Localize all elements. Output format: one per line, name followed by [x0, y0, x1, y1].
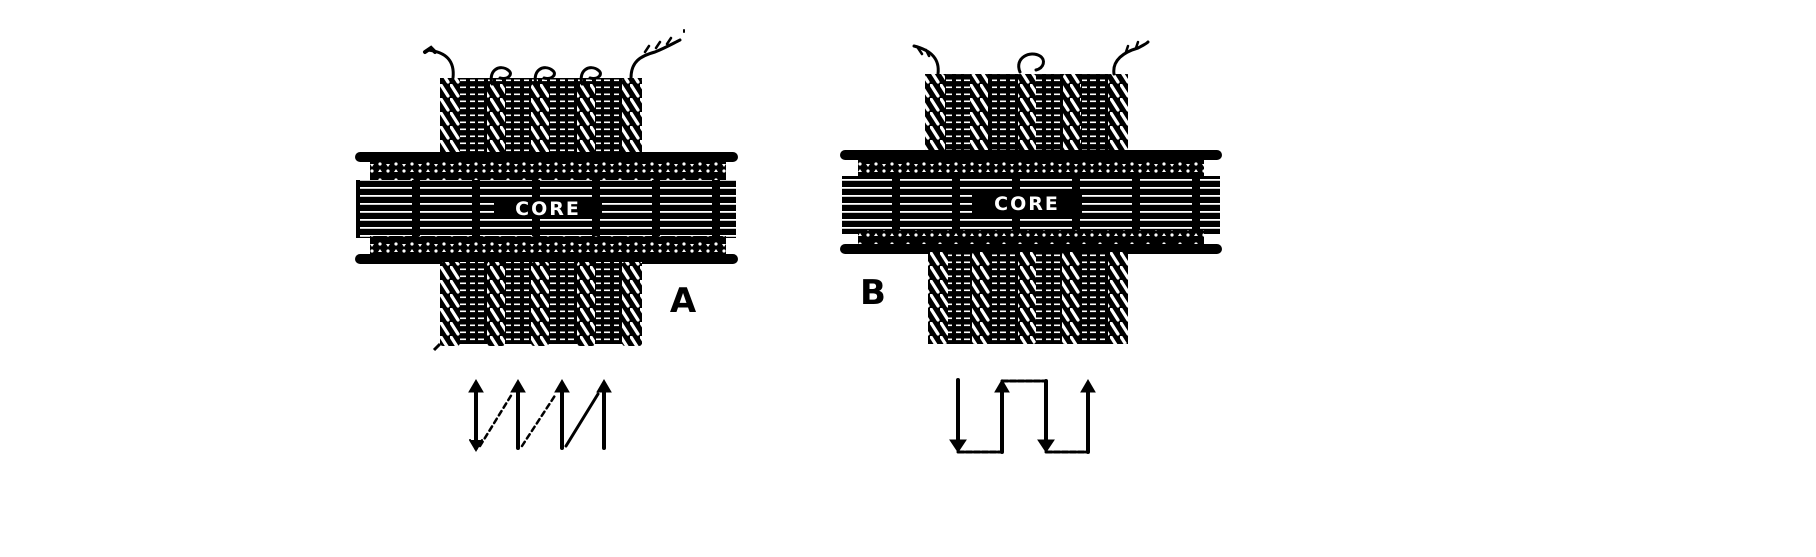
panel-a-core: CORE	[355, 152, 738, 264]
panel-a-lead-wires	[423, 29, 685, 86]
flange	[970, 74, 988, 152]
flange	[487, 262, 505, 346]
flange	[622, 78, 642, 154]
core-label-b: CORE	[994, 193, 1060, 215]
flange	[577, 262, 595, 346]
panel-b-arrow-diagram	[949, 378, 1096, 454]
core-label-a: CORE	[515, 198, 581, 220]
flange	[1062, 252, 1080, 344]
flange	[440, 78, 460, 154]
flange	[487, 84, 505, 154]
panel-a-upper-coil	[440, 78, 642, 154]
panel-b-lead-wires	[912, 40, 1150, 76]
panel-b: CORE B	[840, 40, 1222, 454]
flange	[577, 84, 595, 154]
flange	[440, 262, 460, 346]
flange	[928, 252, 948, 344]
flange	[622, 262, 642, 346]
flange	[531, 84, 549, 154]
panel-a-lower-coil	[432, 262, 642, 352]
panel-b-lower-coil	[928, 252, 1128, 344]
flange	[1108, 252, 1128, 344]
flange	[1018, 74, 1036, 152]
panel-b-upper-coil	[925, 74, 1128, 152]
panel-b-core: CORE	[840, 150, 1222, 254]
flange	[972, 252, 990, 344]
flange	[531, 262, 549, 346]
panel-a: CORE A	[355, 29, 738, 452]
panel-label-b: B	[860, 273, 886, 313]
flange	[1108, 74, 1128, 152]
flange	[1018, 252, 1036, 344]
flange	[1063, 74, 1081, 152]
flange	[925, 74, 945, 152]
panel-label-a: A	[670, 281, 697, 321]
panel-a-arrow-diagram	[468, 379, 612, 452]
